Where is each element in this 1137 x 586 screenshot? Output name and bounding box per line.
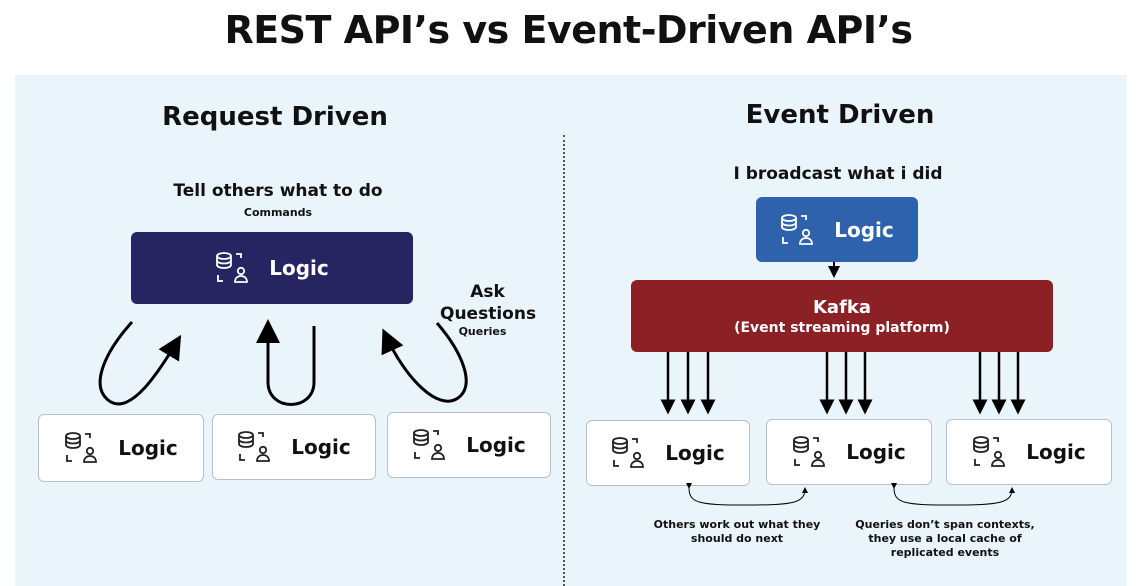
ask-questions-label: Ask Questions xyxy=(440,282,537,324)
right-logic-label-1: Logic xyxy=(665,441,725,465)
page-title: REST API’s vs Event-Driven API’s xyxy=(224,8,913,52)
request-driven-heading: Request Driven xyxy=(162,102,388,132)
producer-logic-label: Logic xyxy=(834,217,894,242)
database-user-icon xyxy=(781,213,814,245)
note-local-cache: Queries don’t span contexts, they use a … xyxy=(855,518,1035,559)
database-user-icon xyxy=(973,436,1006,467)
central-logic-label: Logic xyxy=(269,256,329,280)
database-user-icon xyxy=(413,429,446,460)
left-logic-label-1: Logic xyxy=(118,436,178,460)
kafka-platform-box: Kafka (Event streaming platform) xyxy=(631,280,1053,352)
section-divider xyxy=(563,135,565,586)
right-logic-label-3: Logic xyxy=(1026,440,1086,464)
right-logic-box-3: Logic xyxy=(946,419,1112,485)
right-logic-box-2: Logic xyxy=(766,419,932,485)
right-logic-label-2: Logic xyxy=(846,440,906,464)
left-logic-label-3: Logic xyxy=(466,433,526,457)
request-driven-subheading: Tell others what to do xyxy=(173,181,383,201)
left-logic-box-2: Logic xyxy=(212,414,376,480)
consumer-link-1 xyxy=(685,482,808,506)
commands-caption: Commands xyxy=(243,206,313,219)
database-user-icon xyxy=(238,431,271,462)
loop-arrow-2 xyxy=(256,319,316,406)
kafka-subtitle: (Event streaming platform) xyxy=(734,319,950,336)
database-user-icon xyxy=(65,432,98,463)
central-logic-box: Logic xyxy=(131,232,413,304)
kafka-title: Kafka xyxy=(812,296,872,318)
event-driven-subheading: I broadcast what i did xyxy=(733,164,943,184)
left-logic-label-2: Logic xyxy=(291,435,351,459)
note-next-action: Others work out what they should do next xyxy=(653,518,821,545)
database-user-icon xyxy=(793,436,826,467)
loop-arrow-1 xyxy=(98,320,182,406)
consumer-link-2 xyxy=(890,482,1015,506)
database-user-icon xyxy=(216,252,249,283)
right-logic-box-1: Logic xyxy=(586,420,750,486)
left-logic-box-3: Logic xyxy=(387,412,551,478)
producer-logic-box: Logic xyxy=(756,197,918,262)
left-logic-box-1: Logic xyxy=(38,414,204,482)
queries-caption: Queries xyxy=(458,325,507,338)
kafka-to-consumers-arrows xyxy=(660,352,1026,415)
event-driven-heading: Event Driven xyxy=(745,100,935,130)
database-user-icon xyxy=(612,437,645,468)
loop-arrow-3 xyxy=(381,322,468,403)
